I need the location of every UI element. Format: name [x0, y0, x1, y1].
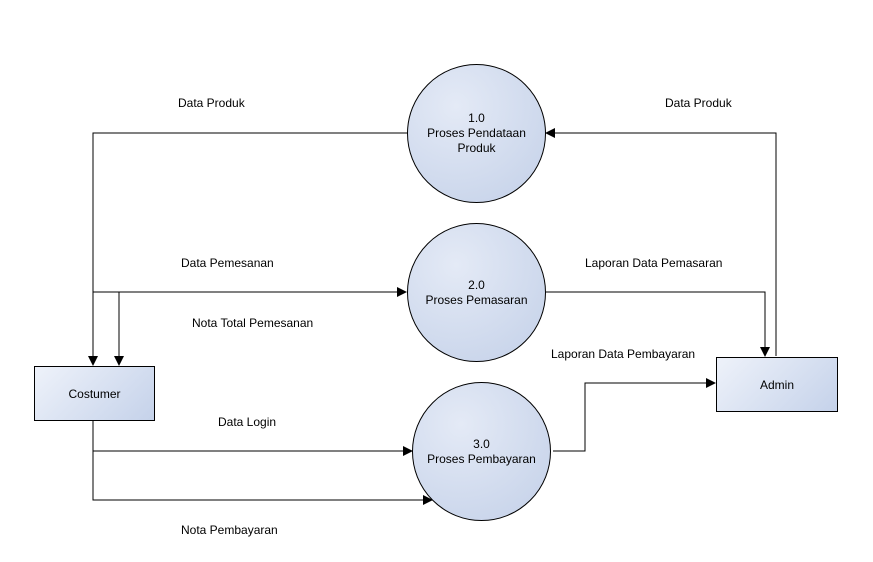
- process-2-title: Proses Pemasaran: [425, 292, 528, 307]
- entity-costumer[interactable]: Costumer: [34, 366, 155, 421]
- flow-laporan-data-pembayaran: [553, 378, 716, 452]
- flow-data-produk-from-admin: [545, 128, 777, 356]
- process-2-number: 2.0: [468, 277, 485, 292]
- label-laporan-data-pemasaran: Laporan Data Pemasaran: [585, 256, 723, 270]
- flow-laporan-data-pemasaran: [546, 291, 770, 357]
- process-3-pembayaran[interactable]: 3.0 Proses Pembayaran: [412, 382, 551, 521]
- label-data-pemesanan: Data Pemesanan: [181, 256, 274, 270]
- flow-nota-pembayaran: [92, 451, 433, 505]
- entity-admin[interactable]: Admin: [716, 357, 838, 412]
- label-data-produk-left: Data Produk: [178, 96, 245, 110]
- flow-data-produk-to-costumer: [88, 132, 407, 366]
- label-data-login: Data Login: [218, 415, 277, 429]
- label-nota-pembayaran: Nota Pembayaran: [181, 523, 278, 537]
- process-1-number: 1.0: [468, 111, 485, 125]
- label-data-produk-right: Data Produk: [665, 96, 732, 110]
- label-nota-total-pemesanan: Nota Total Pemesanan: [192, 316, 314, 330]
- process-3-number: 3.0: [473, 436, 490, 451]
- process-1-title-line1: Proses Pendataan: [427, 126, 526, 140]
- process-2-pemasaran[interactable]: 2.0 Proses Pemasaran: [407, 223, 546, 362]
- process-1-pendataan-produk[interactable]: 1.0 Proses Pendataan Produk: [407, 64, 546, 203]
- process-1-title-line2: Produk: [457, 141, 496, 155]
- process-3-title: Proses Pembayaran: [427, 451, 536, 466]
- entity-costumer-label: Costumer: [68, 386, 121, 401]
- entity-admin-label: Admin: [759, 377, 794, 392]
- label-laporan-data-pembayaran: Laporan Data Pembayaran: [551, 347, 696, 361]
